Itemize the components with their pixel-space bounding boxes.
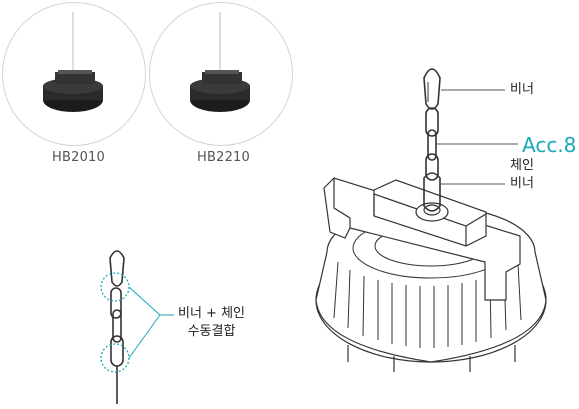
chain-demo-illustration [109,250,125,404]
hanging-chain [423,68,441,212]
product-thumbnail-hb2210 [190,12,250,112]
accessory-code-label: Acc.8 [522,133,577,157]
model-label-hb2210: HB2210 [197,150,250,165]
combo-label-line1: 비너 + 체인 [178,306,245,321]
callout-carabiner-bottom: 비너 [510,176,534,191]
callout-carabiner-top: 비너 [510,82,534,97]
combo-label-line2: 수동결합 [187,324,236,339]
callout-lines [436,89,518,185]
combo-label: 비너 + 체인 수동결합 [178,305,245,341]
model-label-hb2010: HB2010 [52,150,105,165]
combo-callout-lines [128,286,174,359]
highbay-fixture-illustration [315,177,547,372]
callout-chain: 체인 [510,158,534,173]
product-thumbnail-hb2010 [43,12,103,112]
